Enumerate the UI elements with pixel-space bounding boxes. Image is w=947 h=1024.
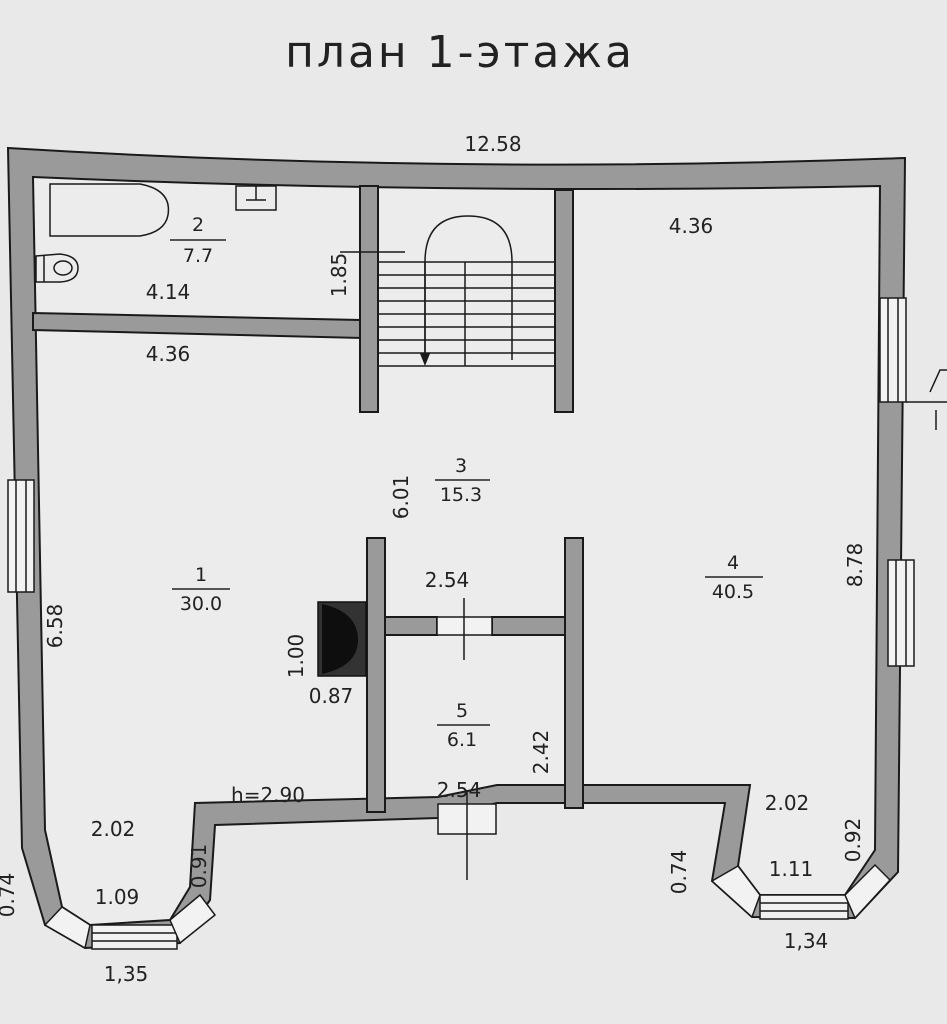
dim-right-wall: 8.78 bbox=[843, 543, 867, 588]
windows bbox=[7, 297, 915, 950]
height-note: h=2.90 bbox=[231, 783, 305, 807]
room-3-area: 15.3 bbox=[440, 484, 482, 506]
dim-stair-side: 1.85 bbox=[327, 253, 351, 298]
dim-bay-right-side-right: 0.92 bbox=[841, 818, 865, 863]
room-4-number: 4 bbox=[727, 552, 739, 574]
dim-room1-top: 4.36 bbox=[146, 342, 191, 366]
dimension-labels: 12.58 4.14 4.36 4.36 1.85 6.01 6.58 8.78… bbox=[0, 132, 867, 986]
interior-walls bbox=[32, 185, 584, 813]
dim-hall-depth: 6.01 bbox=[389, 475, 413, 520]
dim-top-width: 12.58 bbox=[464, 132, 521, 156]
plan-title: план 1-этажа bbox=[285, 27, 635, 78]
doors bbox=[436, 598, 497, 880]
dim-bay-left-mid: 1.09 bbox=[95, 885, 140, 909]
outer-walls bbox=[6, 146, 907, 950]
dim-room5-side: 2.42 bbox=[529, 730, 553, 775]
staircase-icon bbox=[340, 215, 555, 367]
dim-bay-left-outer: 0.74 bbox=[0, 873, 19, 918]
dim-bay-left-bottom: 1,35 bbox=[104, 962, 149, 986]
dim-bay-right-bottom: 1,34 bbox=[784, 929, 829, 953]
dim-bay-left-top: 2.02 bbox=[91, 817, 136, 841]
bathtub-icon bbox=[49, 183, 170, 237]
room-1-number: 1 bbox=[195, 564, 207, 586]
room-2-number: 2 bbox=[192, 214, 204, 236]
dim-left-wall: 6.58 bbox=[43, 604, 67, 649]
edge-marker bbox=[906, 369, 947, 430]
room-4-area: 40.5 bbox=[712, 581, 754, 603]
room-3-number: 3 bbox=[455, 455, 467, 477]
room-5-area: 6.1 bbox=[447, 729, 477, 751]
dim-partition-bottom: 2.54 bbox=[437, 778, 482, 802]
dim-bath-width: 4.14 bbox=[146, 280, 191, 304]
dim-bay-right-side-left: 0.74 bbox=[667, 850, 691, 895]
bathroom-fixtures bbox=[35, 183, 277, 283]
room-1-area: 30.0 bbox=[180, 593, 222, 615]
room-labels: 2 7.7 3 15.3 1 30.0 4 40.5 5 6.1 bbox=[170, 214, 763, 751]
dim-partition-top: 2.54 bbox=[425, 568, 470, 592]
fireplace-icon bbox=[317, 601, 367, 677]
room-5-number: 5 bbox=[456, 700, 468, 722]
dim-bay-right-mid: 1.11 bbox=[769, 857, 814, 881]
dim-room4-top: 4.36 bbox=[669, 214, 714, 238]
dim-bay-right-top: 2.02 bbox=[765, 791, 810, 815]
toilet-icon bbox=[35, 253, 79, 283]
dim-bay-left-side: 0.91 bbox=[187, 844, 211, 889]
dim-fireplace-width: 1.00 bbox=[284, 634, 308, 679]
dim-fireplace-depth: 0.87 bbox=[309, 684, 354, 708]
room-2-area: 7.7 bbox=[183, 245, 213, 267]
